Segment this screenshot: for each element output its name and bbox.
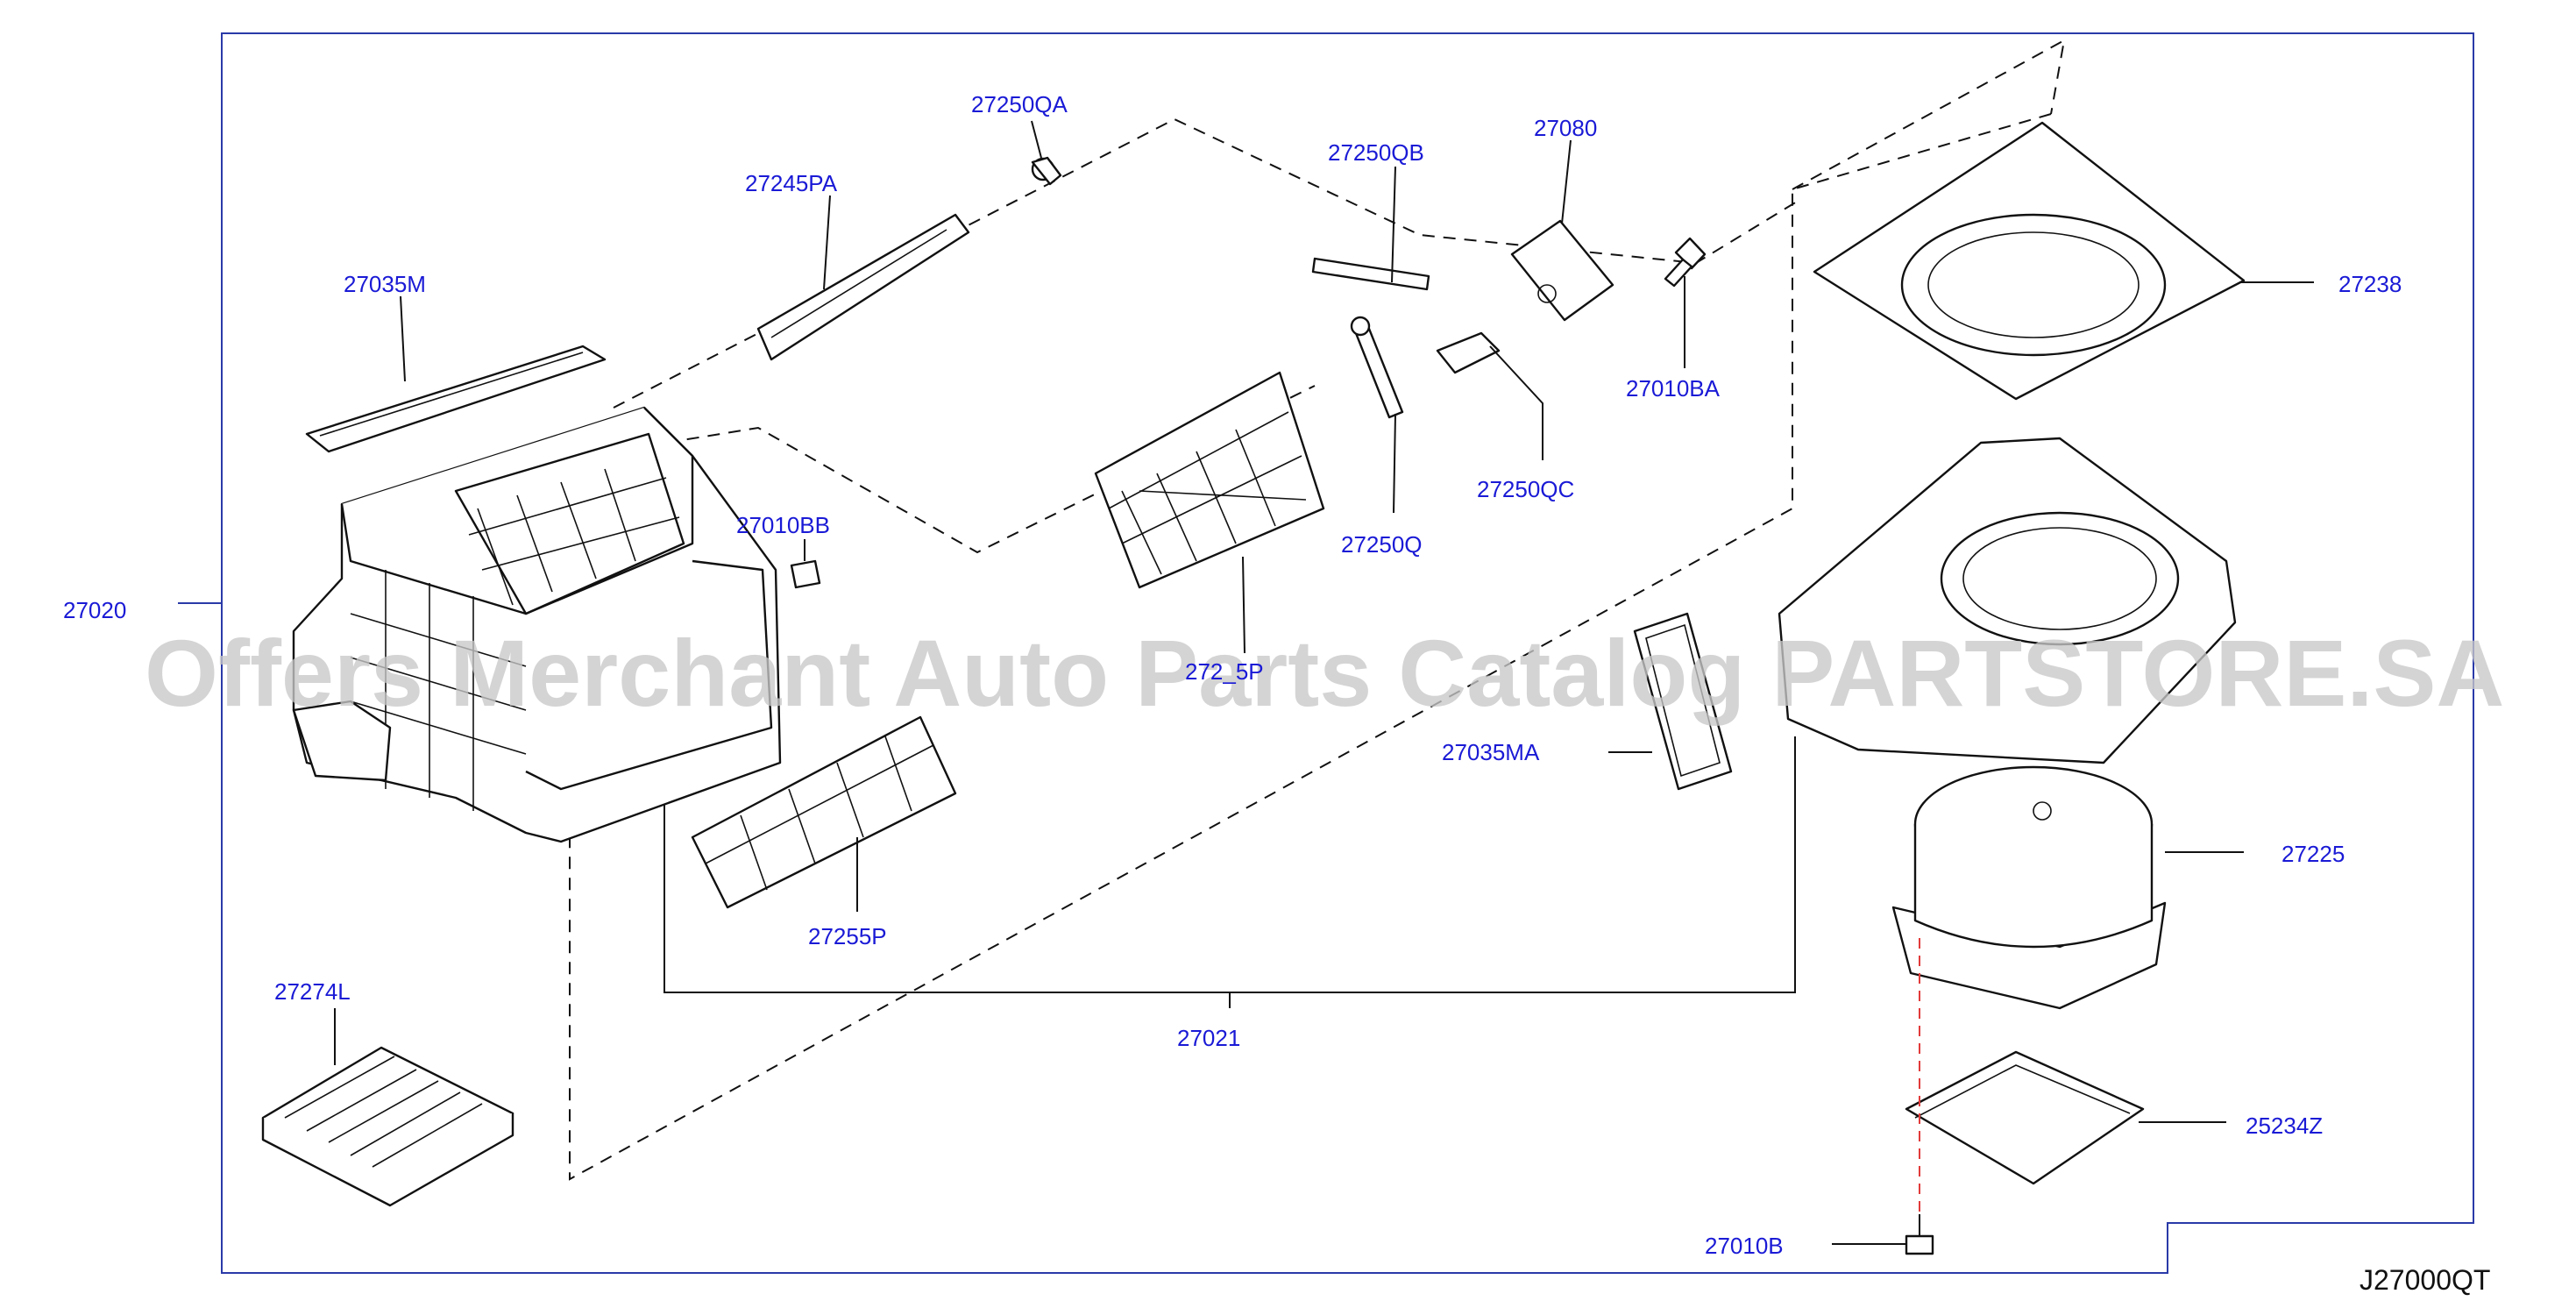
- diagram-code: J27000QT: [2360, 1264, 2490, 1296]
- actuator-screw: [1664, 237, 1707, 288]
- fan-control-amp: [1905, 1050, 2145, 1185]
- blower-motor-fan: [1891, 765, 2167, 1010]
- case-clip: [790, 559, 821, 589]
- lower-grille: [691, 715, 957, 909]
- leader-27080: [1561, 139, 1572, 224]
- label-27250QA: 27250QA: [971, 91, 1068, 117]
- intake-door-lever: [756, 213, 970, 361]
- leader-27250QC: [1489, 345, 1543, 460]
- label-27250QB: 27250QB: [1328, 139, 1424, 166]
- intake-duct-cover: [1813, 121, 2246, 401]
- label-27255P: 27255P: [808, 923, 887, 949]
- assembly-frame: [221, 32, 2474, 1274]
- blower-case: [1778, 437, 2237, 764]
- label-272_5P: 272_5P: [1185, 658, 1264, 685]
- leader-27250QB: [1391, 166, 1396, 283]
- air-filter-element: [261, 1046, 514, 1207]
- label-27020: 27020: [63, 597, 126, 623]
- leader-272_5P: [1242, 556, 1245, 654]
- door-lever-arm: [1350, 316, 1404, 419]
- mounting-screw: [1905, 1214, 1934, 1255]
- label-27010BA: 27010BA: [1626, 375, 1721, 402]
- heater-unit-case: [292, 406, 782, 843]
- leader-27245PA: [823, 195, 831, 290]
- label-27080: 27080: [1534, 115, 1597, 141]
- case-gasket-seal: [305, 345, 607, 453]
- label-27010B: 27010B: [1705, 1233, 1784, 1259]
- door-link-clip: [1031, 156, 1062, 186]
- label-27225: 27225: [2281, 841, 2345, 867]
- label-27035M: 27035M: [344, 271, 426, 297]
- dashed-group-right: [1792, 39, 2066, 190]
- leader-27250Q: [1393, 413, 1396, 514]
- label-27238: 27238: [2338, 271, 2402, 297]
- label-27245PA: 27245PA: [745, 170, 838, 196]
- label-27250Q: 27250Q: [1341, 531, 1423, 558]
- watermark: Offers Merchant Auto Parts Catalog PARTS…: [145, 620, 2504, 726]
- dashed-group-upper: [613, 117, 1798, 409]
- leader-27035M: [400, 295, 406, 382]
- link-clip: [1436, 331, 1501, 374]
- leader-27250QA: [1031, 120, 1042, 159]
- label-27021: 27021: [1177, 1025, 1240, 1051]
- label-25234Z: 25234Z: [2246, 1113, 2323, 1139]
- air-intake-grille: [1094, 371, 1325, 589]
- intake-door-actuator: [1510, 219, 1614, 322]
- dashed-group-blower: [569, 113, 2052, 1181]
- label-27274L: 27274L: [274, 978, 351, 1005]
- link-rod: [1311, 257, 1430, 291]
- label-27010BB: 27010BB: [736, 512, 830, 538]
- label-27250QC: 27250QC: [1477, 476, 1574, 502]
- intake-seal: [1633, 612, 1733, 791]
- label-27035MA: 27035MA: [1442, 739, 1540, 765]
